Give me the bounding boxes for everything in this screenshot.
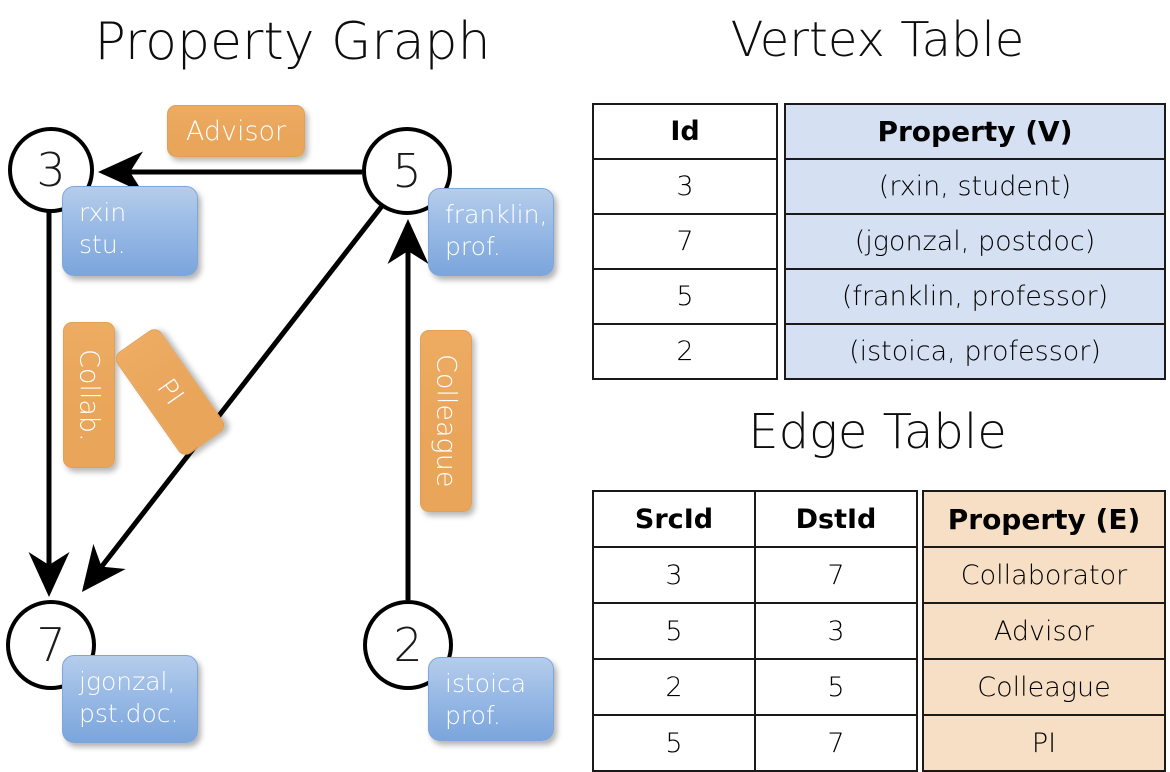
edge-header-srcid: SrcId [592,490,756,548]
section-title-edge-table: Edge Table [748,404,1007,460]
vertex-cell-id: 5 [592,268,778,325]
vertex-cell-property: (istoica, professor) [784,323,1166,380]
table-header-row: SrcId DstId [592,490,918,548]
edge-cell-dstid: 3 [754,602,918,660]
vertex-table-property-column: Property (V) (rxin, student) (jgonzal, p… [784,103,1166,380]
table-row: (rxin, student) [784,158,1166,215]
edge-cell-dstid: 7 [754,714,918,772]
edge-label-advisor-text: Advisor [185,115,287,147]
graph-edges-layer [28,151,429,600]
vertex-table-id-column: Id 3 7 5 2 [592,103,778,380]
vertex-cell-id: 3 [592,158,778,215]
graph-node-2[interactable]: 2 [363,600,453,690]
table-row: 5 7 [592,714,918,772]
edge-5-to-7 [81,204,384,592]
vertex-header-id: Id [592,103,778,160]
table-header-row: Id [592,103,778,160]
section-title-vertex-table: Vertex Table [730,12,1025,68]
table-header-row: Property (V) [784,103,1166,160]
edge-table-property-column: Property (E) Collaborator Advisor Collea… [922,490,1166,772]
table-row: (franklin, professor) [784,268,1166,325]
vertex-cell-id: 2 [592,323,778,380]
table-row: (jgonzal, postdoc) [784,213,1166,270]
property-graph-diagram: 3 5 7 2 rxin stu. franklin, prof. jgonza… [0,0,585,760]
table-row: 3 7 [592,546,918,604]
vertex-property-box-5: franklin, prof. [428,188,554,276]
graph-node-2-label: 2 [393,618,423,672]
edge-label-colleague: Colleague [420,330,472,512]
edge-cell-property: Colleague [922,658,1166,716]
edge-cell-srcid: 5 [592,602,756,660]
vertex-property-box-3: rxin stu. [62,186,198,276]
edge-label-pi-text: PI [150,373,190,411]
graph-node-5[interactable]: 5 [362,127,452,215]
table-row: 7 [592,213,778,270]
edge-label-advisor: Advisor [167,105,305,157]
edge-cell-srcid: 2 [592,658,756,716]
edge-cell-property: PI [922,714,1166,772]
table-row: (istoica, professor) [784,323,1166,380]
edge-label-collab-text: Collab. [73,348,105,442]
graph-node-5-label: 5 [392,144,422,198]
edge-cell-dstid: 7 [754,546,918,604]
edge-header-dstid: DstId [754,490,918,548]
vertex-cell-property: (franklin, professor) [784,268,1166,325]
table-row: 2 [592,323,778,380]
table-row: Colleague [922,658,1166,716]
vertex-cell-property: (rxin, student) [784,158,1166,215]
page-title-property-graph: Property Graph [94,12,491,72]
edge-header-property: Property (E) [922,490,1166,548]
graph-node-3-label: 3 [36,143,66,197]
graph-node-7-label: 7 [36,618,66,672]
table-row: PI [922,714,1166,772]
vertex-header-property: Property (V) [784,103,1166,160]
edge-label-colleague-text: Colleague [430,354,462,488]
table-row: Advisor [922,602,1166,660]
table-row: 2 5 [592,658,918,716]
edge-table-src-dst-columns: SrcId DstId 3 7 5 3 2 5 5 7 [592,490,918,772]
vertex-property-box-7: jgonzal, pst.doc. [62,655,198,743]
edge-cell-dstid: 5 [754,658,918,716]
edge-cell-srcid: 3 [592,546,756,604]
table-header-row: Property (E) [922,490,1166,548]
edge-label-collab: Collab. [63,322,115,468]
table-row: 5 [592,268,778,325]
vertex-cell-id: 7 [592,213,778,270]
edge-cell-srcid: 5 [592,714,756,772]
table-row: 3 [592,158,778,215]
vertex-cell-property: (jgonzal, postdoc) [784,213,1166,270]
table-row: Collaborator [922,546,1166,604]
table-row: 5 3 [592,602,918,660]
vertex-property-box-2: istoica prof. [428,657,554,741]
edge-cell-property: Collaborator [922,546,1166,604]
edge-cell-property: Advisor [922,602,1166,660]
